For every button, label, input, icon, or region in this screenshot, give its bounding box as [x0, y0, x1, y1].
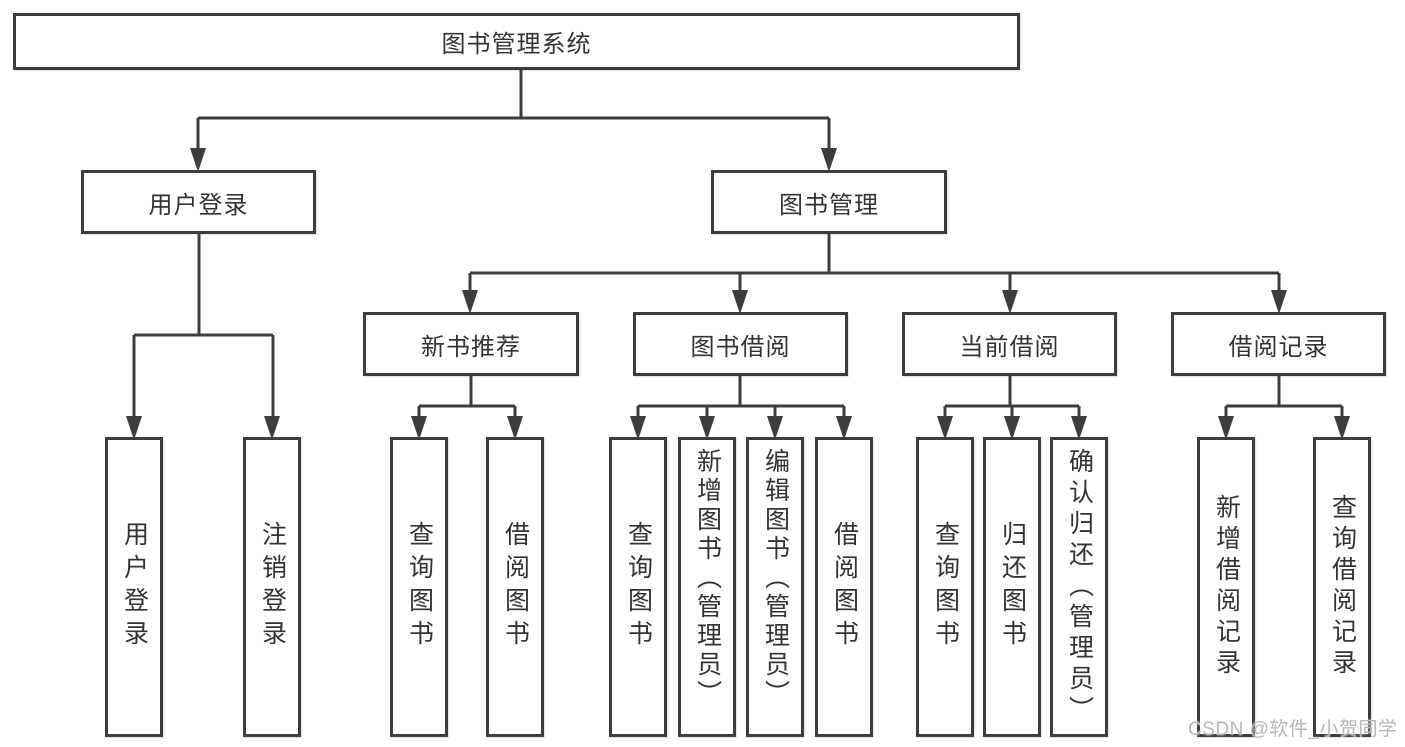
leaf-query-borrow-record: 查询借阅记录: [1313, 437, 1371, 737]
leaf-edit-book-admin: 编辑图书（管理员）: [746, 437, 804, 737]
leaf-recommend-borrow-book-label: 借阅图书: [501, 521, 530, 653]
node-borrow-record: 借阅记录: [1171, 312, 1386, 376]
leaf-borrow-query-book-label: 查询图书: [624, 521, 653, 653]
leaf-user-login-label: 用户登录: [120, 521, 149, 653]
node-borrow-record-label: 借阅记录: [1228, 333, 1329, 361]
node-book-management-label: 图书管理: [779, 191, 879, 219]
csdn-watermark: CSDN @软件_小贺同学: [1188, 719, 1398, 740]
node-user-login-label: 用户登录: [148, 191, 249, 219]
leaf-borrow-query-book: 查询图书: [609, 437, 667, 737]
leaf-edit-book-admin-label: 编辑图书（管理员）: [761, 448, 790, 709]
node-new-book-recommend-label: 新书推荐: [421, 333, 521, 361]
node-user-login: 用户登录: [81, 170, 316, 234]
node-book-borrow-label: 图书借阅: [690, 333, 791, 361]
node-book-borrow: 图书借阅: [633, 312, 848, 376]
node-root: 图书管理系统: [13, 13, 1020, 70]
node-current-borrow: 当前借阅: [902, 312, 1117, 376]
leaf-logout: 注销登录: [243, 437, 301, 737]
leaf-return-book: 归还图书: [983, 437, 1041, 737]
leaf-current-query-book-label: 查询图书: [931, 521, 960, 653]
leaf-borrow-book: 借阅图书: [815, 437, 873, 737]
leaf-return-book-label: 归还图书: [998, 521, 1027, 653]
leaf-add-borrow-record-label: 新增借阅记录: [1212, 494, 1241, 680]
leaf-logout-label: 注销登录: [258, 521, 287, 653]
leaf-recommend-query-book: 查询图书: [390, 437, 448, 737]
leaf-add-borrow-record: 新增借阅记录: [1197, 437, 1255, 737]
leaf-user-login: 用户登录: [105, 437, 163, 737]
leaf-confirm-return-admin-label: 确认归还（管理员）: [1065, 448, 1094, 727]
leaf-add-book-admin-label: 新增图书（管理员）: [693, 448, 722, 709]
leaf-add-book-admin: 新增图书（管理员）: [678, 437, 736, 737]
leaf-query-borrow-record-label: 查询借阅记录: [1328, 494, 1357, 680]
leaf-recommend-borrow-book: 借阅图书: [486, 437, 544, 737]
node-root-label: 图书管理系统: [441, 31, 592, 58]
leaf-current-query-book: 查询图书: [916, 437, 974, 737]
node-book-management: 图书管理: [711, 170, 947, 234]
node-current-borrow-label: 当前借阅: [959, 333, 1060, 361]
leaf-confirm-return-admin: 确认归还（管理员）: [1050, 437, 1108, 737]
node-new-book-recommend: 新书推荐: [363, 312, 579, 376]
leaf-borrow-book-label: 借阅图书: [830, 521, 859, 653]
leaf-recommend-query-book-label: 查询图书: [405, 521, 434, 653]
